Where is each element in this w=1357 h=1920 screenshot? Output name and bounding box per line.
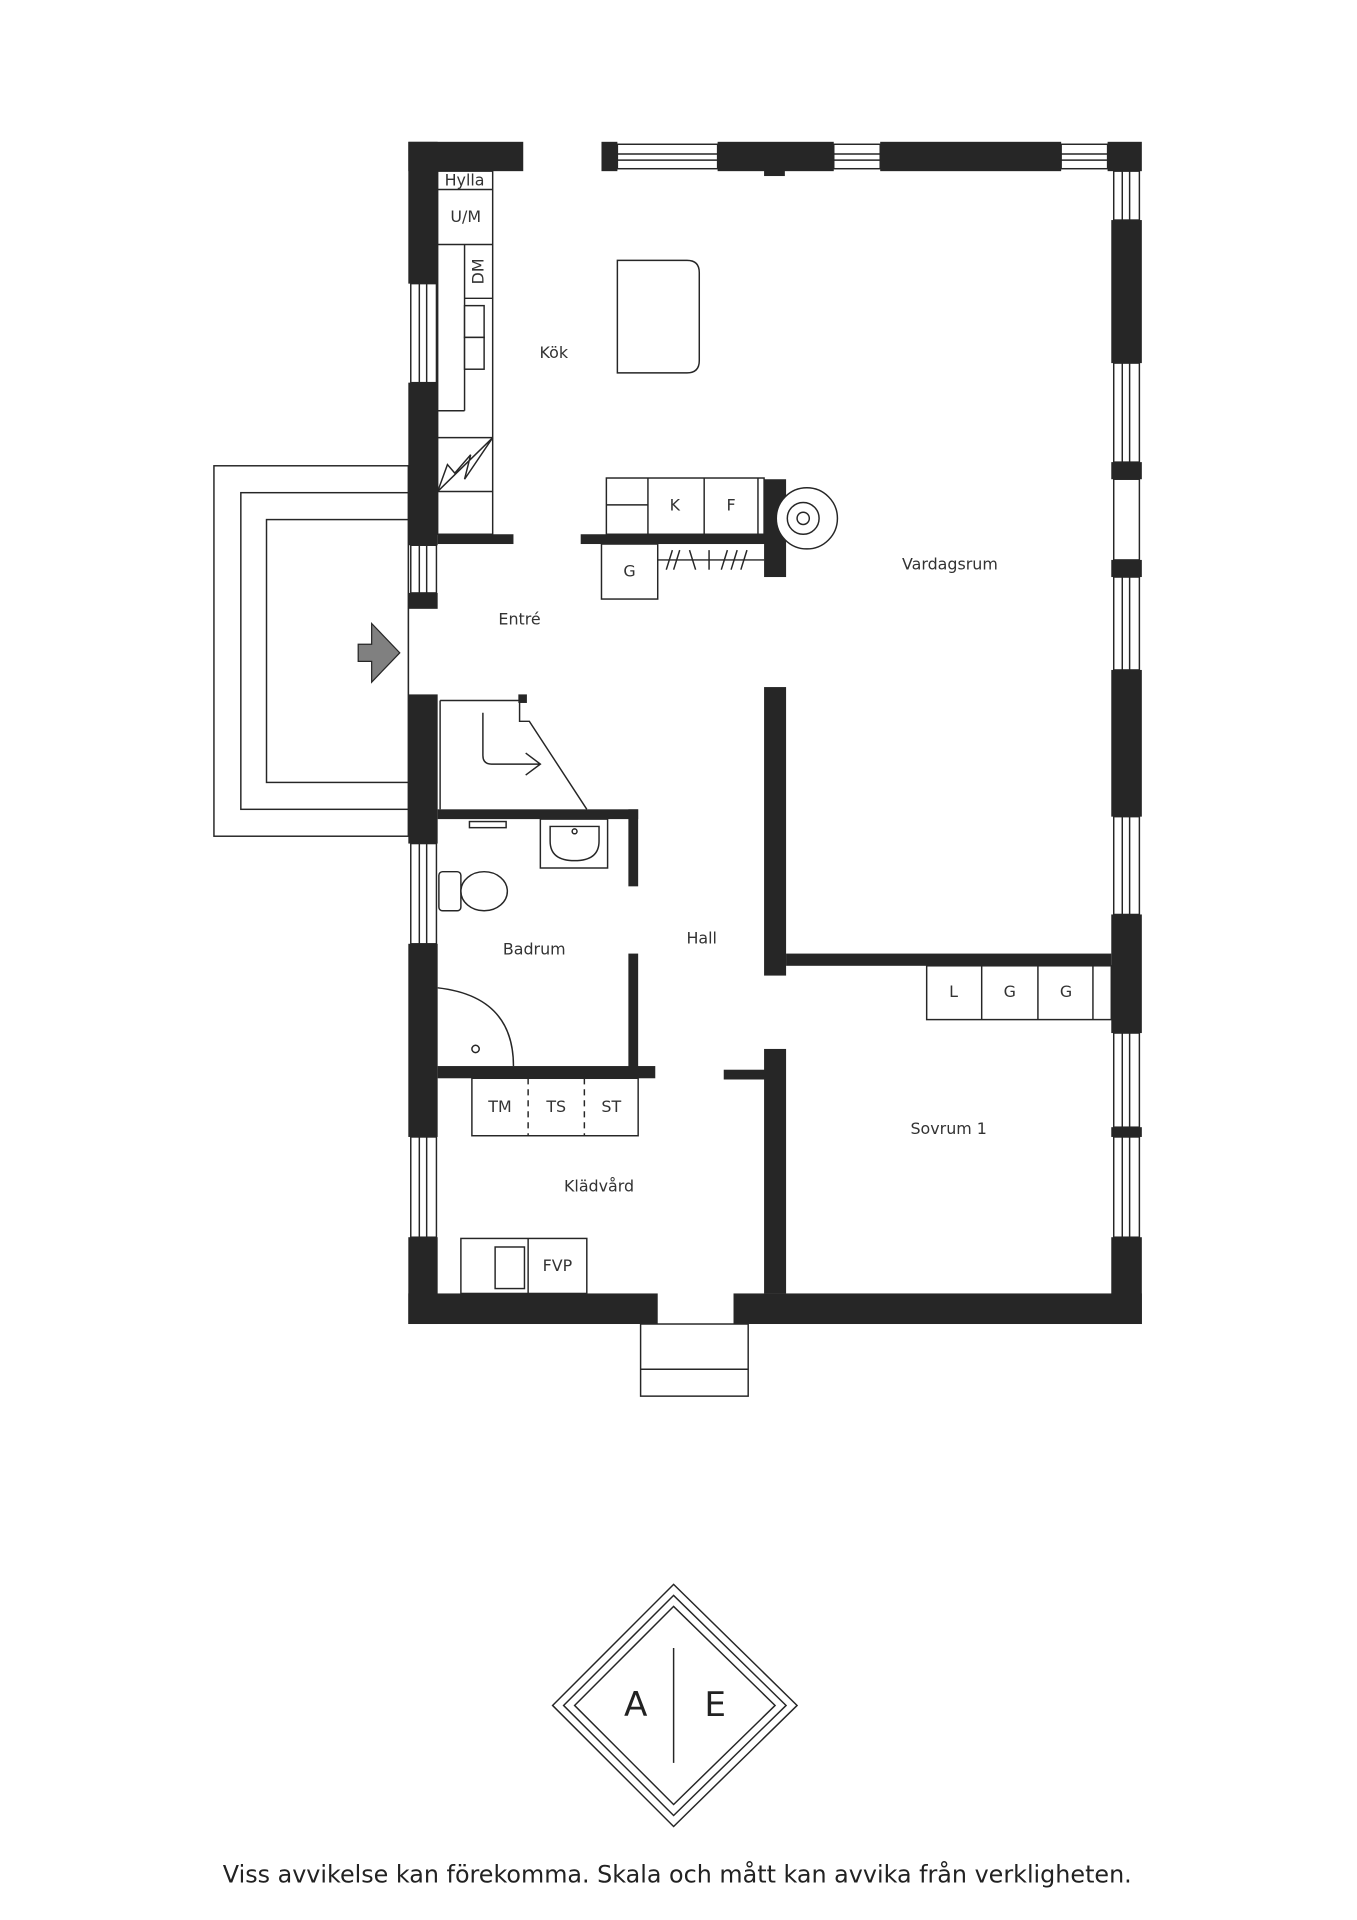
sink-icon	[539, 818, 609, 869]
kitchen-counter	[436, 170, 494, 535]
room-label-bathroom: Badrum	[503, 939, 566, 958]
brand-logo: A E	[551, 1583, 799, 1828]
label-oven-micro: U/M	[450, 207, 481, 226]
floor-drain-door-swing	[437, 987, 515, 1067]
stove-icon	[436, 437, 494, 492]
label-wardrobe-g1: G	[1004, 982, 1016, 1001]
label-wardrobe-g-kitchen: G	[623, 562, 635, 581]
label-wardrobe-g2: G	[1060, 982, 1072, 1001]
label-heat-pump: FVP	[543, 1256, 573, 1275]
room-label-laundry: Klädvård	[564, 1177, 634, 1196]
wardrobe-kitchen	[600, 543, 659, 600]
label-freezer: F	[726, 496, 735, 515]
heat-pump-unit	[460, 1237, 588, 1295]
entrance-arrow-icon	[357, 621, 401, 684]
floor-drain-icon	[471, 1044, 480, 1054]
kitchen-island	[616, 259, 701, 374]
logo-letter-e: E	[704, 1685, 726, 1725]
fireplace-icon	[775, 487, 839, 550]
walls	[408, 141, 1142, 1325]
clothes-rail	[657, 549, 765, 570]
room-label-entrance: Entré	[498, 609, 540, 628]
logo-letter-a: A	[624, 1685, 648, 1725]
label-shelf: Hylla	[445, 170, 485, 189]
towel-rail	[468, 820, 507, 829]
shower	[439, 694, 588, 810]
room-label-hall: Hall	[686, 928, 716, 947]
bedroom-wardrobes	[925, 965, 1113, 1021]
fridge-freezer-unit	[605, 477, 765, 535]
label-wardrobe-l: L	[949, 982, 958, 1001]
disclaimer-text: Viss avvikelse kan förekomma. Skala och …	[223, 1861, 1132, 1889]
laundry-units	[471, 1077, 639, 1137]
label-fridge: K	[670, 496, 681, 515]
label-dryer: ST	[601, 1097, 621, 1116]
label-washer: TM	[487, 1097, 511, 1116]
label-dryer-cabinet: TS	[545, 1097, 566, 1116]
rear-steps	[639, 1323, 749, 1397]
room-label-bedroom: Sovrum 1	[910, 1119, 986, 1138]
toilet-icon	[438, 870, 509, 912]
room-label-living-room: Vardagsrum	[902, 554, 998, 573]
room-label-kitchen: Kök	[540, 343, 569, 362]
label-dishwasher: DM	[469, 258, 488, 284]
